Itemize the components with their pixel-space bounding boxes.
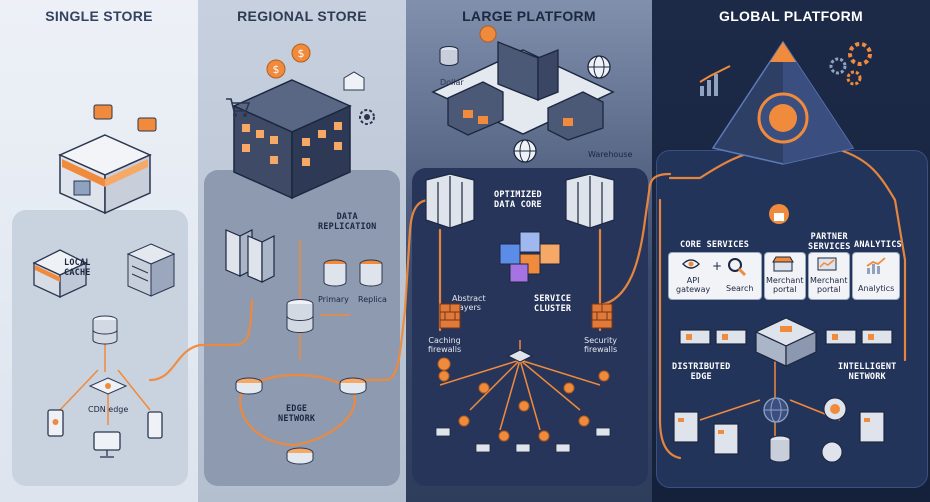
primary-label: Primary <box>318 295 349 304</box>
api-gateway-label: API gateway <box>676 276 711 294</box>
data-replication-label: DATA REPLICATION <box>318 212 377 232</box>
global-platform-title: GLOBAL PLATFORM <box>719 8 863 24</box>
merchant-portal-label-2: Merchant portal <box>810 276 848 294</box>
network-hub-icon <box>506 349 534 363</box>
distributed-edge-label: DISTRIBUTED EDGE <box>672 362 731 382</box>
search-icon <box>728 258 747 277</box>
plus-sign: + <box>712 259 723 273</box>
abstract-layers-label: Abstract layers <box>452 294 486 312</box>
globe-icon <box>587 55 611 79</box>
data-cubes-icon <box>499 231 561 283</box>
coin-icon: $ <box>266 59 286 79</box>
warehouse-label: Warehouse <box>588 150 633 159</box>
tablet-icon <box>147 411 163 439</box>
edge-node-bottom-icon <box>286 447 314 465</box>
edge-node-left-icon <box>235 377 263 395</box>
distributed-hub-icon <box>679 317 893 367</box>
cdn-edge-label: CDN edge <box>88 405 129 414</box>
analytics-chart-icon <box>866 257 886 274</box>
gear-icon-global <box>829 42 872 86</box>
office-building-icon <box>232 79 352 200</box>
server-rack-left-icon <box>425 173 475 229</box>
server-rack-right-icon <box>565 173 615 229</box>
local-store-icon <box>32 249 88 299</box>
analytics-card[interactable] <box>852 252 900 300</box>
warehouse-small-icon <box>343 71 365 91</box>
server-cluster-icon <box>225 229 275 283</box>
flow-global-left <box>658 198 682 460</box>
network-globe-icon <box>763 397 789 423</box>
flow-regional-ring <box>238 373 357 447</box>
coin-icon-2: $ <box>291 43 311 63</box>
core-services-card[interactable] <box>668 252 762 300</box>
server-rack-icon <box>126 243 176 297</box>
storefront-icon <box>58 134 152 215</box>
service-cluster-label: SERVICE CLUSTER <box>534 294 572 314</box>
merchant-portal-label-1: Merchant portal <box>766 276 804 294</box>
intelligent-network-label: INTELLIGENT NETWORK <box>838 362 897 382</box>
firewall-right-icon <box>591 303 613 329</box>
firewall-left-icon <box>439 303 461 329</box>
growth-chart-icon <box>699 65 731 96</box>
cdn-edge-icon <box>88 377 128 395</box>
gear-icon <box>359 109 375 125</box>
coin-icon-3 <box>479 25 497 43</box>
pyramid-ai-icon <box>711 40 855 165</box>
monitor-icon <box>93 431 121 458</box>
location-pins-group <box>435 357 611 453</box>
globe-icon-2 <box>513 139 537 163</box>
large-platform-title: LARGE PLATFORM <box>462 8 596 24</box>
edge-servers-group <box>673 411 885 463</box>
core-services-heading: CORE SERVICES <box>680 240 750 250</box>
dollar-label: Dollar <box>440 78 464 87</box>
regional-store-title: REGIONAL STORE <box>237 8 367 24</box>
single-store-title: SINGLE STORE <box>45 8 153 24</box>
flow-large-to-global <box>598 172 672 307</box>
coin-stack-icon <box>439 46 459 66</box>
optimized-data-core-label: OPTIMIZED DATA CORE <box>494 190 542 210</box>
analytics-label: Analytics <box>858 284 895 293</box>
security-firewalls-label: Security firewalls <box>584 336 618 354</box>
edge-network-label: EDGE NETWORK <box>278 404 316 424</box>
flow-single-to-regional <box>148 298 254 382</box>
warehouse-complex-icon <box>431 41 615 141</box>
partner-services-heading: PARTNER SERVICES <box>808 232 851 252</box>
replica-db-icon <box>359 259 383 287</box>
ai-brain-node-icon <box>823 397 847 421</box>
database-icon <box>92 315 118 345</box>
svg-text:$: $ <box>298 47 305 60</box>
caching-firewalls-label: Caching firewalls <box>428 336 462 354</box>
replica-label: Replica <box>358 295 387 304</box>
local-cache-label: LOCAL CACHE <box>64 258 91 278</box>
cart-icon <box>93 104 113 120</box>
phone-icon <box>47 409 64 437</box>
chat-icon <box>137 117 157 132</box>
analytics-heading: ANALYTICS <box>854 240 902 250</box>
api-gateway-icon <box>682 259 700 269</box>
merchant-dashboard-icon <box>817 257 837 271</box>
lock-icon <box>769 204 789 224</box>
flow-global-right <box>838 148 907 362</box>
central-db-icon <box>286 299 314 333</box>
shopping-cart-icon <box>226 98 251 117</box>
merchant-storefront-icon <box>772 256 794 272</box>
svg-text:$: $ <box>273 63 280 76</box>
flow-regional-to-large <box>358 198 432 382</box>
primary-db-icon <box>323 259 347 287</box>
search-label: Search <box>726 284 754 293</box>
edge-node-right-icon <box>339 377 367 395</box>
